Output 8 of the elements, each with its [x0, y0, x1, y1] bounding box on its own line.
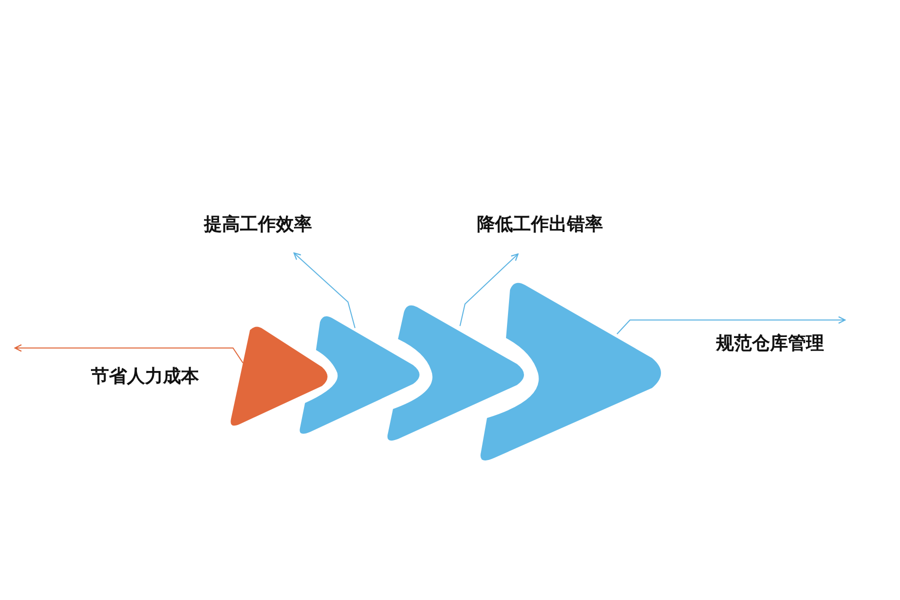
label-text: 节省人力成本 — [91, 366, 199, 388]
label-text: 降低工作出错率 — [477, 214, 603, 236]
arrow-line — [14, 344, 244, 364]
arrow-line — [293, 252, 356, 328]
label-text: 规范仓库管理 — [716, 333, 824, 355]
label-text: 提高工作效率 — [204, 214, 312, 236]
arrow-line — [616, 316, 846, 334]
arrow-line — [460, 253, 519, 326]
